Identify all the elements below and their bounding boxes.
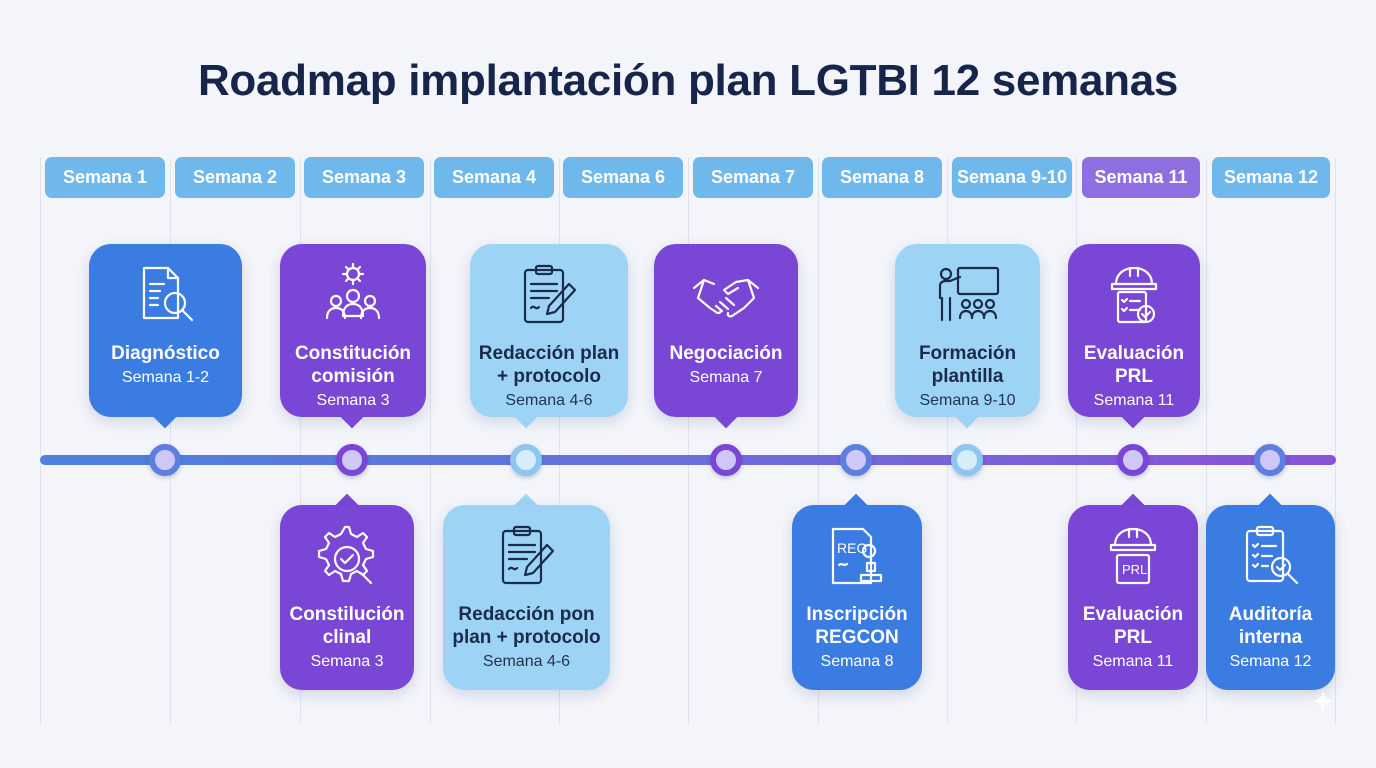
gear-check-icon bbox=[309, 519, 385, 595]
milestone-week: Semana 3 bbox=[316, 392, 390, 409]
timeline-axis bbox=[40, 455, 1336, 465]
week-tab[interactable]: Semana 4 bbox=[434, 157, 554, 198]
week-tab[interactable]: Semana 8 bbox=[822, 157, 942, 198]
milestone-week: Semana 11 bbox=[1093, 392, 1175, 409]
icon-text: PRL bbox=[1122, 562, 1147, 577]
timeline-node[interactable] bbox=[710, 444, 742, 476]
hardhat-document-icon: PRL bbox=[1095, 519, 1171, 595]
week-tab-highlighted[interactable]: Semana 11 bbox=[1082, 157, 1200, 198]
milestone-card-formacion[interactable]: Formación plantilla Semana 9-10 bbox=[895, 244, 1040, 417]
icon-text: REG bbox=[837, 540, 867, 556]
grid-line bbox=[40, 158, 41, 724]
grid-line bbox=[1335, 158, 1336, 724]
week-tab[interactable]: Semana 2 bbox=[175, 157, 295, 198]
milestone-name: Redacción plan + protocolo bbox=[478, 343, 620, 387]
milestone-card-diagnostico[interactable]: Diagnóstico Semana 1-2 bbox=[89, 244, 242, 417]
presentation-icon bbox=[930, 258, 1006, 334]
milestone-week: Semana 8 bbox=[820, 653, 894, 670]
checklist-search-icon bbox=[1233, 519, 1309, 595]
week-tab[interactable]: Semana 7 bbox=[693, 157, 813, 198]
milestone-week: Semana 12 bbox=[1229, 653, 1312, 670]
milestone-name: Constitución comisión bbox=[294, 343, 412, 387]
milestone-name: Negociación bbox=[669, 343, 783, 364]
timeline-node[interactable] bbox=[149, 444, 181, 476]
milestone-card-evaluacion-prl-top[interactable]: Evaluación PRL Semana 11 bbox=[1068, 244, 1200, 417]
grid-line bbox=[559, 158, 560, 724]
milestone-name: Diagnóstico bbox=[111, 343, 220, 364]
hardhat-checklist-icon bbox=[1096, 258, 1172, 334]
milestone-week: Semana 4-6 bbox=[482, 653, 571, 670]
milestone-week: Semana 1-2 bbox=[121, 369, 210, 386]
clipboard-pen-icon bbox=[511, 258, 587, 334]
timeline-node[interactable] bbox=[336, 444, 368, 476]
week-tab[interactable]: Semana 6 bbox=[563, 157, 683, 198]
grid-line bbox=[1076, 158, 1077, 724]
grid-line bbox=[818, 158, 819, 724]
week-tab[interactable]: Semana 9-10 bbox=[952, 157, 1072, 198]
timeline-node[interactable] bbox=[1254, 444, 1286, 476]
sparkle-icon bbox=[1312, 690, 1334, 712]
milestone-card-auditoria-interna[interactable]: Auditoría interna Semana 12 bbox=[1206, 505, 1335, 690]
milestone-name: Inscripción REGCON bbox=[806, 604, 908, 648]
milestone-name: Evaluación PRL bbox=[1082, 604, 1184, 648]
milestone-card-negociacion[interactable]: Negociación Semana 7 bbox=[654, 244, 798, 417]
grid-line bbox=[430, 158, 431, 724]
handshake-icon bbox=[688, 258, 764, 334]
grid-line bbox=[300, 158, 301, 724]
milestone-card-evaluacion-prl-bottom[interactable]: PRL Evaluación PRL Semana 11 bbox=[1068, 505, 1198, 690]
milestone-name: Auditoría interna bbox=[1228, 604, 1313, 648]
grid-line bbox=[170, 158, 171, 724]
document-search-icon bbox=[128, 258, 204, 334]
page-title: Roadmap implantación plan LGTBI 12 seman… bbox=[197, 56, 1179, 105]
milestone-name: Evaluación PRL bbox=[1083, 343, 1185, 387]
milestone-week: Semana 11 bbox=[1092, 653, 1174, 670]
grid-line bbox=[688, 158, 689, 724]
milestone-week: Semana 4-6 bbox=[505, 392, 593, 409]
milestone-name: Constilución clinal bbox=[289, 604, 405, 648]
grid-line bbox=[1206, 158, 1207, 724]
timeline-node[interactable] bbox=[840, 444, 872, 476]
timeline-node[interactable] bbox=[510, 444, 542, 476]
clipboard-pen-icon bbox=[489, 519, 565, 595]
milestone-week: Semana 7 bbox=[689, 369, 763, 386]
milestone-week: Semana 9-10 bbox=[919, 392, 1016, 409]
milestone-week: Semana 3 bbox=[310, 653, 384, 670]
milestone-card-constilucion-clinal[interactable]: Constilución clinal Semana 3 bbox=[280, 505, 414, 690]
milestone-card-constitucion-comision[interactable]: Constitución comisión Semana 3 bbox=[280, 244, 426, 417]
milestone-card-redaccion[interactable]: Redacción plan + protocolo Semana 4-6 bbox=[470, 244, 628, 417]
timeline-node[interactable] bbox=[1117, 444, 1149, 476]
register-stamp-icon: REG bbox=[819, 519, 895, 595]
milestone-name: Redacción pon plan + protocolo bbox=[452, 604, 601, 648]
week-tab[interactable]: Semana 1 bbox=[45, 157, 165, 198]
week-tab[interactable]: Semana 12 bbox=[1212, 157, 1330, 198]
milestone-card-inscripcion-regcon[interactable]: REG Inscripción REGCON Semana 8 bbox=[792, 505, 922, 690]
milestone-name: Formación plantilla bbox=[918, 343, 1017, 387]
team-gear-icon bbox=[315, 258, 391, 334]
milestone-card-redaccion-pon[interactable]: Redacción pon plan + protocolo Semana 4-… bbox=[443, 505, 610, 690]
grid-line bbox=[947, 158, 948, 724]
timeline-node[interactable] bbox=[951, 444, 983, 476]
week-tab[interactable]: Semana 3 bbox=[304, 157, 424, 198]
